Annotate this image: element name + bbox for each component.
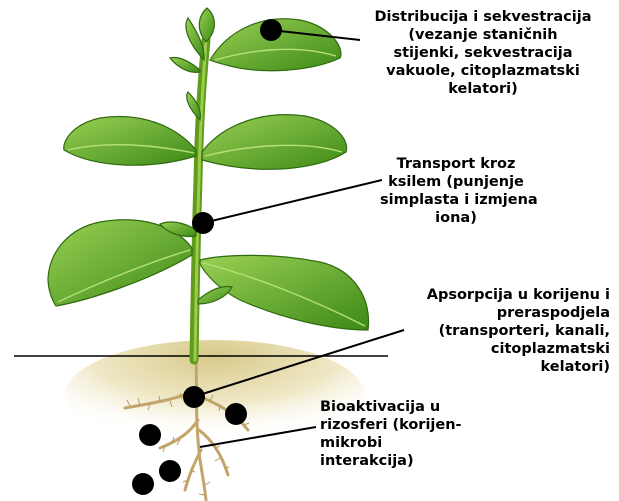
marker-soil-4 bbox=[132, 473, 154, 495]
label-absorption-line: preraspodjela bbox=[398, 304, 610, 322]
label-absorption-line: citoplazmatski bbox=[398, 340, 610, 358]
label-absorption-line: (transporteri, kanali, bbox=[398, 322, 610, 340]
marker-distribution bbox=[260, 19, 282, 41]
label-transport: Transport kroz ksilem (punjenje simplast… bbox=[380, 155, 532, 227]
marker-soil-3 bbox=[159, 460, 181, 482]
label-distribution: Distribucija i sekvestracija (vezanje st… bbox=[355, 8, 611, 98]
label-absorption: Apsorpcija u korijenu i preraspodjela (t… bbox=[398, 286, 610, 376]
label-distribution-line: vakuole, citoplazmatski bbox=[355, 62, 611, 80]
marker-soil-1 bbox=[225, 403, 247, 425]
label-absorption-line: kelatori) bbox=[398, 358, 610, 376]
label-absorption-line: Apsorpcija u korijenu i bbox=[398, 286, 610, 304]
marker-soil-2 bbox=[139, 424, 161, 446]
label-bioactivation-line: mikrobi bbox=[320, 434, 490, 452]
marker-transport bbox=[192, 212, 214, 234]
label-distribution-line: (vezanje staničnih bbox=[355, 26, 611, 44]
label-transport-line: Transport kroz bbox=[380, 155, 532, 173]
label-bioactivation: Bioaktivacija u rizosferi (korijen- mikr… bbox=[320, 398, 490, 470]
label-transport-line: iona) bbox=[380, 209, 532, 227]
pointer-transport bbox=[203, 180, 382, 223]
label-transport-line: simplasta i izmjena bbox=[380, 191, 532, 209]
label-bioactivation-line: Bioaktivacija u bbox=[320, 398, 490, 416]
label-distribution-line: Distribucija i sekvestracija bbox=[355, 8, 611, 26]
label-distribution-line: kelatori) bbox=[355, 80, 611, 98]
marker-absorption bbox=[183, 386, 205, 408]
label-bioactivation-line: rizosferi (korijen- bbox=[320, 416, 490, 434]
label-transport-line: ksilem (punjenje bbox=[380, 173, 532, 191]
label-distribution-line: stijenki, sekvestracija bbox=[355, 44, 611, 62]
label-bioactivation-line: interakcija) bbox=[320, 452, 490, 470]
